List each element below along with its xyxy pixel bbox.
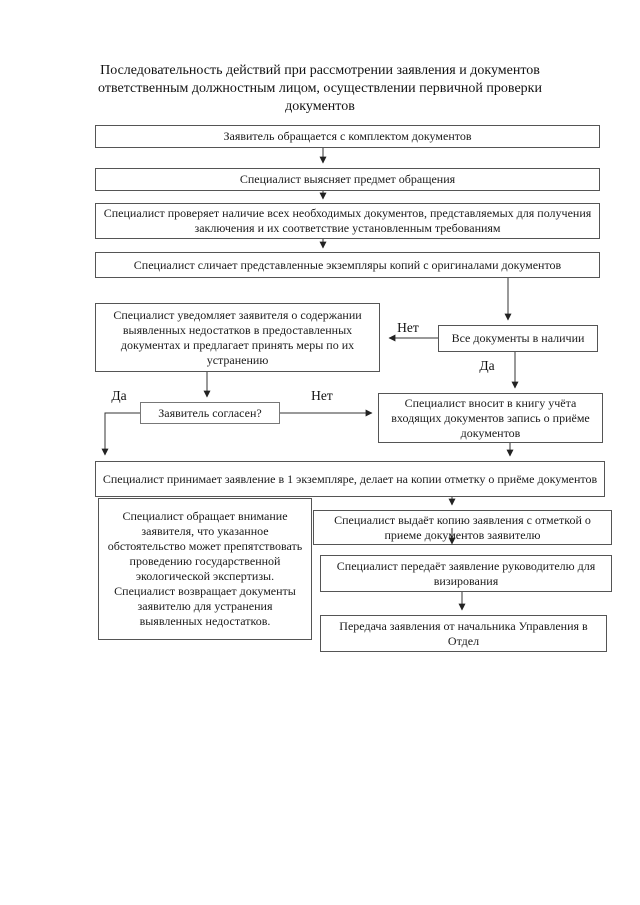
node-issue-copy: Специалист выдаёт копию заявления с отме… [313, 510, 612, 545]
edge-label-agree-no: Нет [311, 388, 333, 403]
node-accept-application: Специалист принимает заявление в 1 экзем… [95, 461, 605, 497]
node-all-documents-present: Все документы в наличии [438, 325, 598, 352]
node-applicant-submits: Заявитель обращается с комплектом докуме… [95, 125, 600, 148]
node-clarify-subject: Специалист выясняет предмет обращения [95, 168, 600, 191]
node-applicant-agrees: Заявитель согласен? [140, 402, 280, 424]
node-check-documents: Специалист проверяет наличие всех необхо… [95, 203, 600, 239]
edge-label-agree-yes: Да [111, 388, 127, 403]
page-title-line-1: Последовательность действий при рассмотр… [100, 63, 540, 78]
edge-label-docs-yes: Да [479, 358, 495, 373]
node-register-book: Специалист вносит в книгу учёта входящих… [378, 393, 603, 443]
node-notify-defects: Специалист уведомляет заявителя о содерж… [95, 303, 380, 372]
page-title-line-3: документов [285, 99, 355, 114]
page-title-line-2: ответственным должностным лицом, осущест… [98, 81, 542, 96]
edge-label-docs-no: Нет [397, 320, 419, 335]
node-transfer-to-dept: Передача заявления от начальника Управле… [320, 615, 607, 652]
node-attention-return-docs: Специалист обращает внимание заявителя, … [98, 498, 312, 640]
arrow-agree-yes-to-accept [101, 412, 140, 456]
node-pass-to-head: Специалист передаёт заявление руководите… [320, 555, 612, 592]
page-title: Последовательность действий при рассмотр… [0, 62, 640, 116]
node-compare-copies: Специалист сличает представленные экземп… [95, 252, 600, 278]
